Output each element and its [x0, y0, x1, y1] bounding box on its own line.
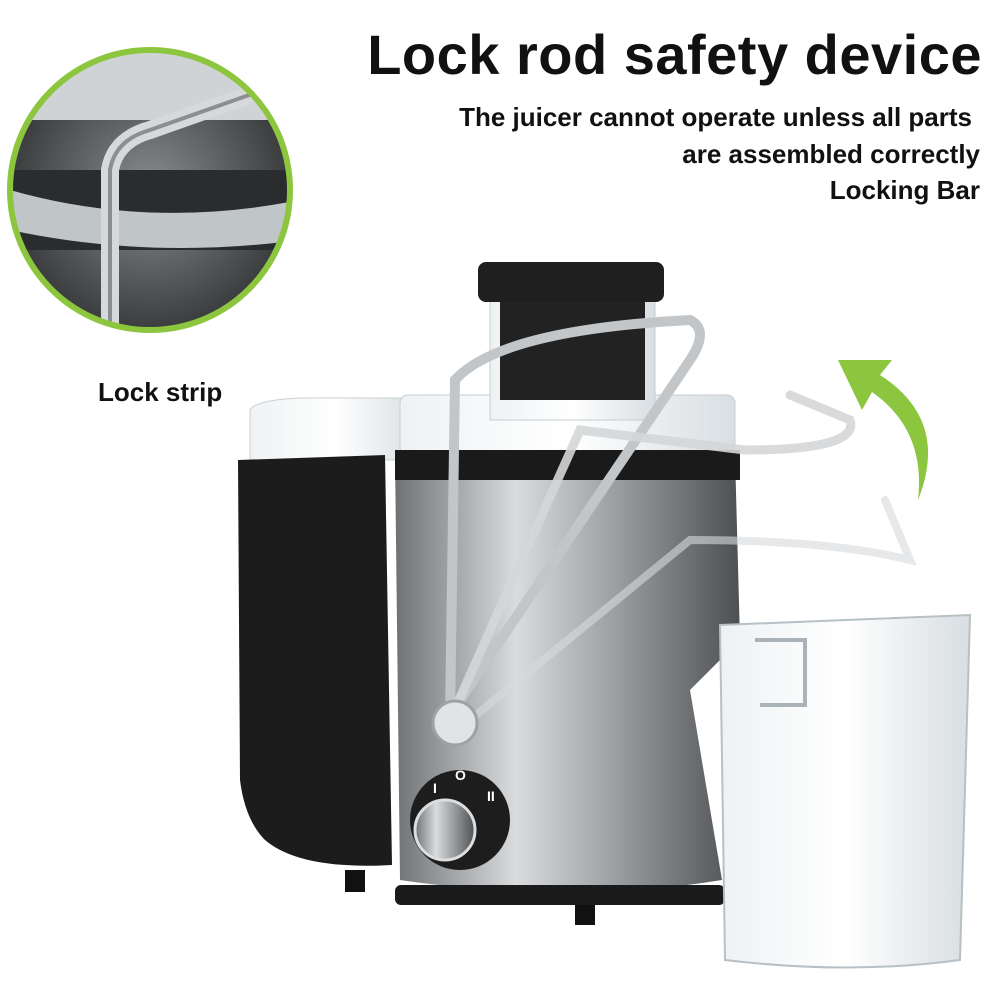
subtitle-line-1: The juicer cannot operate unless all par…: [459, 102, 972, 132]
lock-strip-closeup: [7, 47, 293, 333]
speed-dial[interactable]: I O II: [410, 767, 510, 870]
juice-jug: [718, 613, 972, 969]
rotation-arrow-icon: [838, 360, 929, 500]
subtitle-line-2: are assembled correctly: [682, 139, 980, 169]
locking-bar-label: Locking Bar: [829, 175, 980, 205]
page-title: Lock rod safety device: [367, 23, 982, 86]
dial-label-high: II: [487, 788, 495, 804]
locking-bar: [431, 314, 917, 747]
lock-strip-label: Lock strip: [98, 377, 223, 407]
pulp-container: [238, 397, 421, 892]
dial-label-off: O: [455, 767, 466, 783]
dial-label-low: I: [433, 780, 437, 796]
